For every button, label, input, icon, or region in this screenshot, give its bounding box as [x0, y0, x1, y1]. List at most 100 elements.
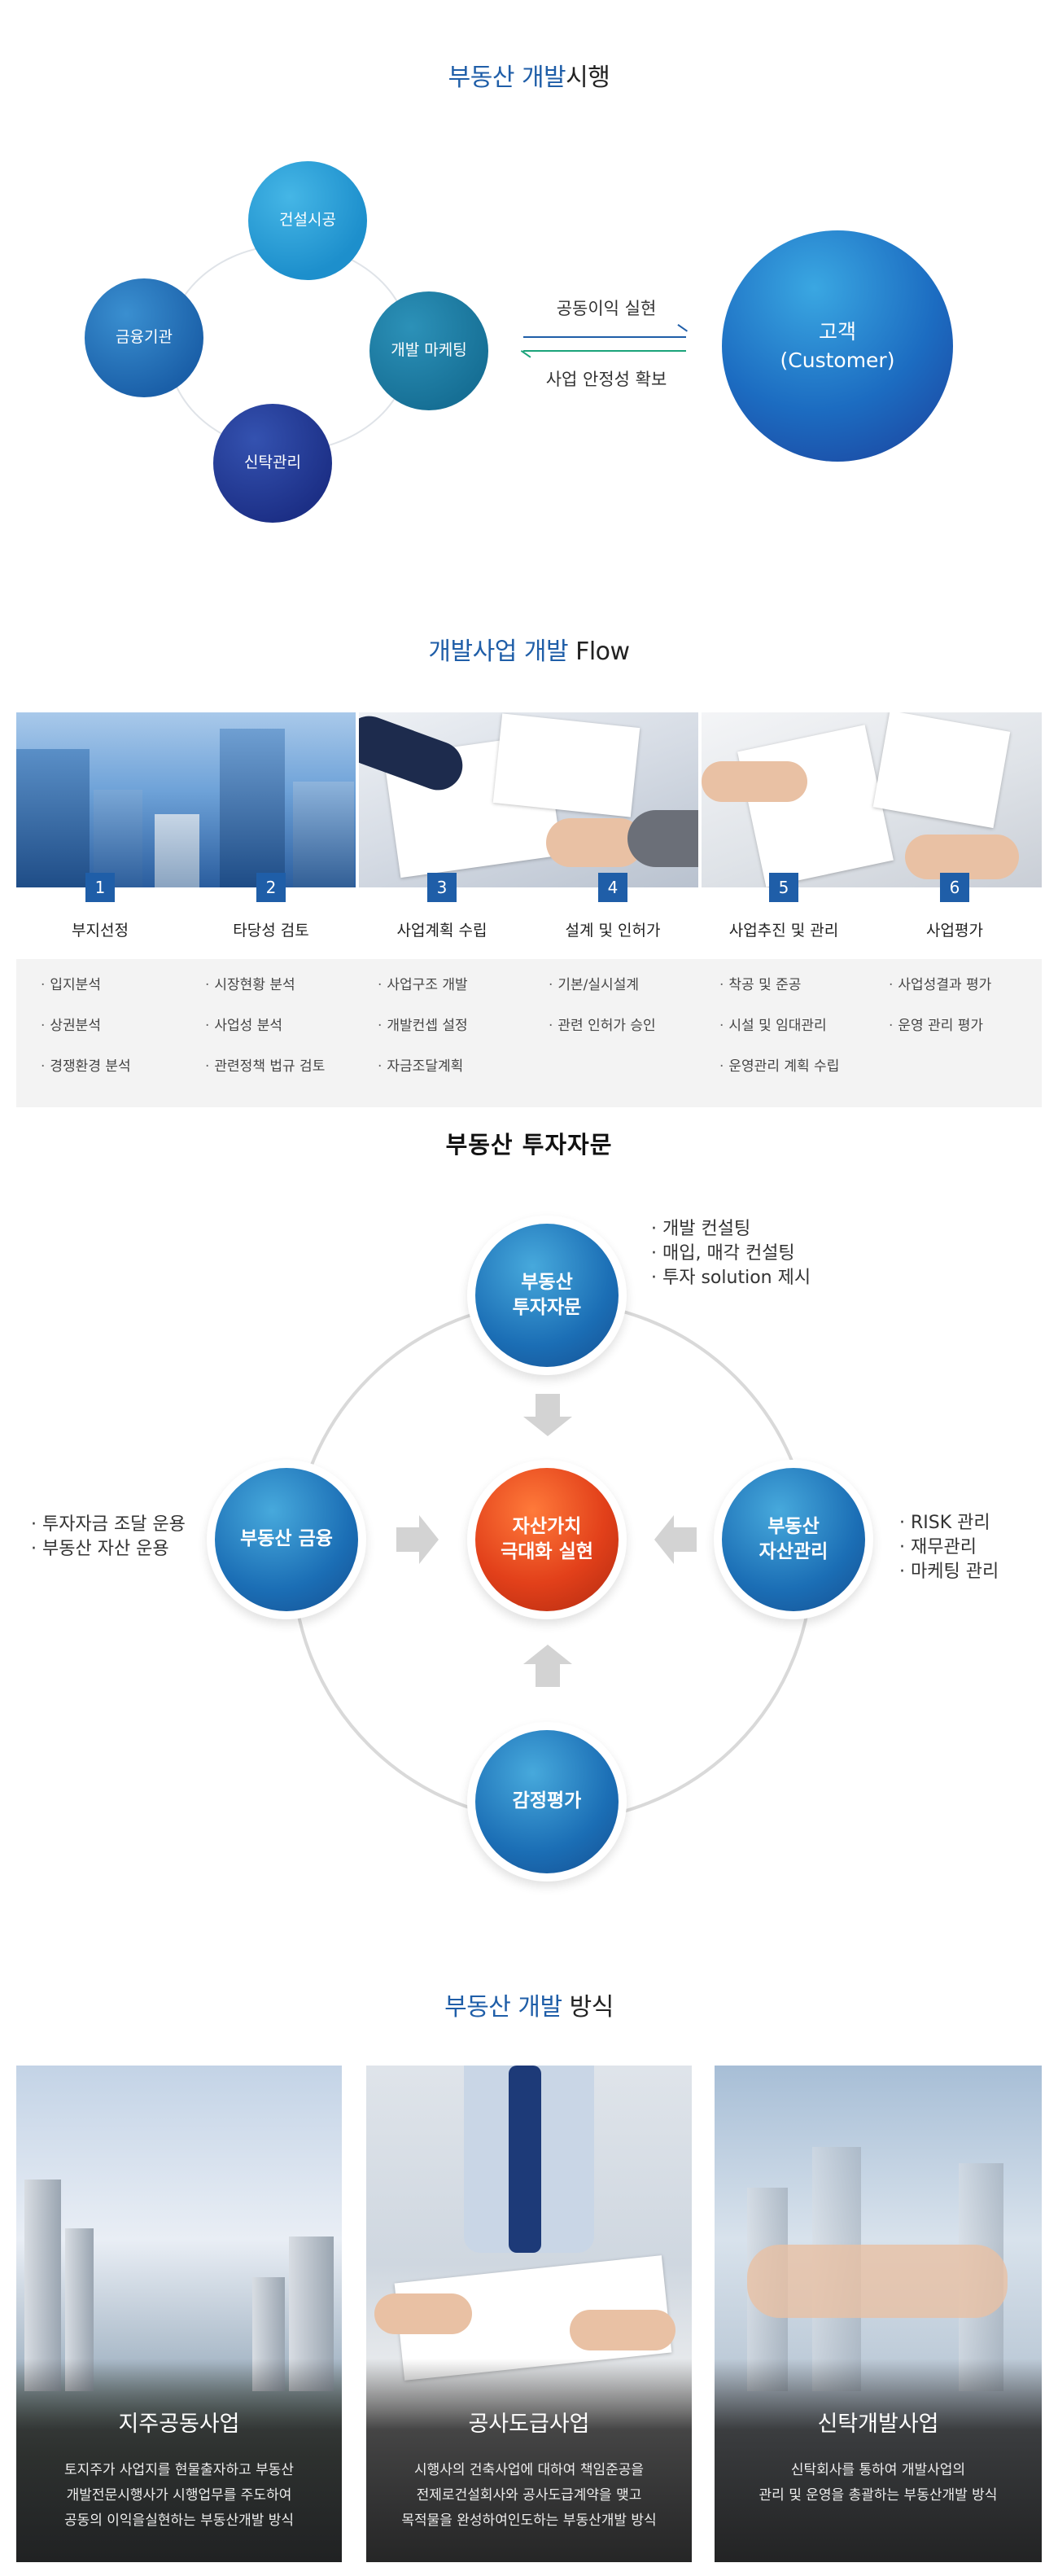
card-description-line: 시행사의 건축사업에 대하여 책임준공을 — [413, 2462, 645, 2478]
flow-photo-buildings — [16, 712, 356, 887]
step-number-3: 3 — [427, 873, 457, 902]
card-description-line: 목적물을 완성하여인도하는 부동산개발 방식 — [401, 2512, 657, 2529]
step-title-2: 타당성 검토 — [233, 922, 309, 940]
arrow-right-icon — [419, 1515, 439, 1564]
section4-title: 부동산 개발 방식 — [0, 1987, 1058, 2022]
notes-investment-advisory: 개발 컨설팅 매입, 매각 컨설팅 투자 solution 제시 — [651, 1217, 811, 1290]
photo-hands — [905, 835, 1019, 879]
list-item: 마케팅 관리 — [899, 1560, 999, 1584]
section4-title-rest: 방식 — [562, 1993, 614, 2022]
card-title: 지주공동사업 — [118, 2412, 240, 2437]
node-real-estate-finance: 부동산 금융 — [207, 1460, 366, 1619]
circle-construction: 건설시공 — [248, 161, 367, 280]
card-description-line: 관리 및 운영을 총괄하는 부동산개발 방식 — [759, 2487, 998, 2504]
arrow-left — [523, 350, 686, 352]
list-item: 기본/실시설계 — [549, 975, 711, 1016]
step-number-1: 1 — [85, 873, 115, 902]
circle-construction-label: 건설시공 — [279, 211, 336, 230]
arrow-label-stability: 사업 안정성 확보 — [545, 370, 667, 389]
list-item: 운영 관리 평가 — [889, 1016, 1051, 1057]
step-number-5: 5 — [769, 873, 798, 902]
step-number-2: 2 — [256, 873, 286, 902]
list-item: 재무관리 — [899, 1536, 999, 1560]
arrow-right — [523, 336, 686, 338]
list-item: 부동산 자산 운용 — [31, 1537, 186, 1562]
list-item: 관련정책 법규 검토 — [205, 1057, 368, 1097]
node-top-line1: 부동산 — [521, 1271, 573, 1293]
section1-title-rest: 시행 — [566, 64, 610, 92]
section-development-execution: 부동산 개발시행 건설시공 금융기관 개발 마케팅 신탁관리 공동이익 실현 사… — [0, 0, 1058, 598]
node-right-line1: 부동산 — [767, 1515, 820, 1537]
circle-customer: 고객 (Customer) — [722, 230, 953, 462]
step-list-5: 착공 및 준공 시설 및 임대관리 운영관리 계획 수립 — [719, 975, 882, 1097]
card-description-line: 신탁회사를 통하여 개발사업의 — [790, 2462, 966, 2478]
section1-title: 부동산 개발시행 — [0, 57, 1058, 93]
card-description: 신탁회사를 통하여 개발사업의 관리 및 운영을 총괄하는 부동산개발 방식 — [715, 2458, 1042, 2508]
photo-paper — [737, 725, 894, 887]
circle-marketing-label: 개발 마케팅 — [391, 341, 467, 360]
card-photo-hands — [570, 2310, 675, 2350]
node-right-line2: 자산관리 — [759, 1541, 828, 1562]
circle-finance: 금융기관 — [85, 278, 203, 397]
list-item: 사업구조 개발 — [378, 975, 540, 1016]
card-description: 시행사의 건축사업에 대하여 책임준공을 전제로건설회사와 공사도급계약을 맺고… — [366, 2458, 692, 2534]
card-description: 토지주가 사업지를 현물출자하고 부동산 개발전문시행사가 시행업무를 주도하여… — [16, 2458, 342, 2534]
list-item: 사업성 분석 — [205, 1016, 368, 1057]
notes-real-estate-finance: 투자자금 조달 운용 부동산 자산 운용 — [31, 1513, 186, 1562]
step-list-1: 입지분석 상권분석 경쟁환경 분석 — [41, 975, 203, 1097]
photo-building — [220, 729, 285, 887]
photo-paper — [492, 713, 640, 817]
list-item: 자금조달계획 — [378, 1057, 540, 1097]
arrow-down-shaft — [536, 1394, 560, 1417]
notes-asset-management: RISK 관리 재무관리 마케팅 관리 — [899, 1511, 999, 1584]
list-item: 입지분석 — [41, 975, 203, 1016]
section2-title-blue: 개발사업 개발 — [428, 637, 569, 666]
photo-building — [155, 814, 199, 887]
list-item: 사업성결과 평가 — [889, 975, 1051, 1016]
step-title-5: 사업추진 및 관리 — [728, 922, 839, 940]
card-shade — [715, 2359, 1042, 2562]
step-list-6: 사업성결과 평가 운영 관리 평가 — [889, 975, 1051, 1057]
customer-label-en: (Customer) — [780, 348, 895, 372]
step-title-1: 부지선정 — [72, 922, 129, 940]
list-item: 투자자금 조달 운용 — [31, 1513, 186, 1537]
step-number-4: 4 — [598, 873, 627, 902]
method-card-construction-contract: 공사도급사업 시행사의 건축사업에 대하여 책임준공을 전제로건설회사와 공사도… — [366, 2066, 692, 2562]
arrow-down-icon — [523, 1417, 572, 1436]
list-item: 운영관리 계획 수립 — [719, 1057, 882, 1097]
section4-title-blue: 부동산 개발 — [444, 1993, 562, 2022]
list-item: 상권분석 — [41, 1016, 203, 1057]
photo-building — [16, 749, 90, 887]
method-card-trust-development: 신탁개발사업 신탁회사를 통하여 개발사업의 관리 및 운영을 총괄하는 부동산… — [715, 2066, 1042, 2562]
photo-paper — [872, 712, 1011, 829]
card-photo-tie — [509, 2066, 541, 2253]
step-list-4: 기본/실시설계 관련 인허가 승인 — [549, 975, 711, 1057]
customer-label-ko: 고객 — [818, 320, 856, 344]
list-item: RISK 관리 — [899, 1511, 999, 1536]
node-appraisal-label: 감정평가 — [475, 1730, 619, 1873]
list-item: 경쟁환경 분석 — [41, 1057, 203, 1097]
list-item: 개발컨셉 설정 — [378, 1016, 540, 1057]
photo-building — [293, 782, 354, 887]
node-center-line2: 극대화 실현 — [501, 1541, 593, 1562]
circle-marketing: 개발 마케팅 — [369, 291, 488, 410]
card-shade — [366, 2359, 692, 2562]
card-description-line: 개발전문시행사가 시행업무를 주도하여 — [66, 2487, 292, 2504]
step-title-3: 사업계획 수립 — [396, 922, 487, 940]
list-item: 착공 및 준공 — [719, 975, 882, 1016]
card-shade — [16, 2359, 342, 2562]
list-item: 시설 및 임대관리 — [719, 1016, 882, 1057]
circle-finance-label: 금융기관 — [116, 328, 173, 347]
list-item: 시장현황 분석 — [205, 975, 368, 1016]
photo-sleeve — [627, 810, 698, 867]
section1-title-blue: 부동산 개발 — [448, 64, 566, 92]
photo-building — [94, 790, 142, 887]
